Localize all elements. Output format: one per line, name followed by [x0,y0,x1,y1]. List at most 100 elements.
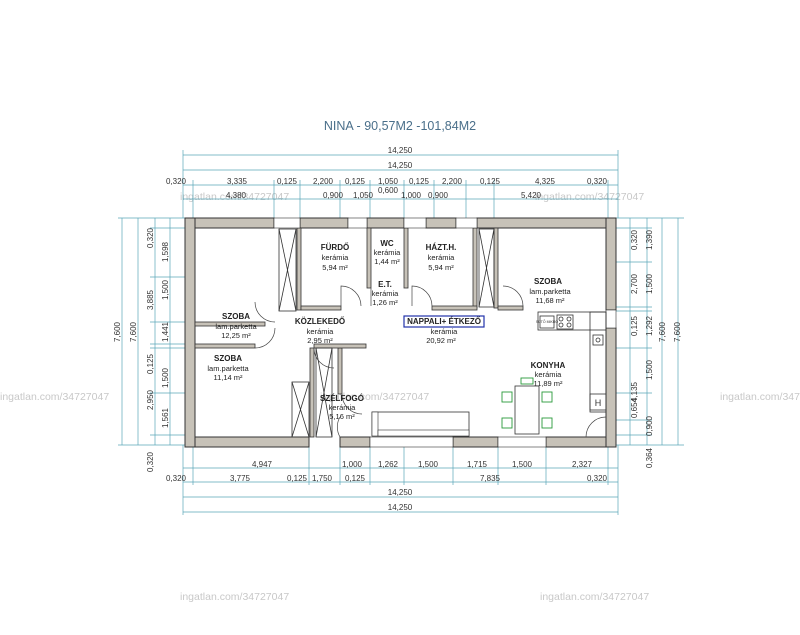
svg-text:lam.parketta: lam.parketta [529,287,571,296]
dim-top-seg: 2,200 [313,177,334,186]
room-szoba-ne: SZOBA lam.parketta 11,68 m² [529,277,571,305]
room-eloter: E.T. kerámia 1,26 m² [372,280,400,307]
watermark: ingatlan.com/34727047 [0,391,109,403]
dim-top-seg: 2,200 [442,177,463,186]
room-nappali-etkezo: NAPPALI+ ÉTKEZŐ kerámia 20,92 m² [403,315,485,345]
dim-top-seg: 0,320 [166,177,187,186]
room-furdo: FÜRDŐ kerámia 5,94 m² [321,243,349,272]
svg-text:kerámia: kerámia [431,327,459,336]
stove-icon [592,334,604,346]
dim-bottom-seg: 0,320 [166,474,187,483]
dim-bottom-opening: 1,500 [512,460,533,469]
dimensions-bottom: 4,947 1,000 1,262 1,500 1,715 1,500 2,32… [166,445,619,515]
dim-bottom-seg: 0,320 [587,474,608,483]
dim-bottom-opening: 1,500 [418,460,439,469]
room-kozlekedo: KÖZLEKEDŐ kerámia 2,95 m² [295,317,345,345]
svg-text:kerámia: kerámia [374,248,402,257]
dim-left-col1: 1,598 [161,241,170,262]
room-labels: FÜRDŐ kerámia 5,94 m² WC kerámia 1,44 m²… [207,239,571,421]
doors [254,285,607,438]
dim-left-col1: 0,320 [146,451,155,472]
svg-text:kerámia: kerámia [535,370,563,379]
dim-bottom-opening: 1,000 [342,460,363,469]
fridge-icon [589,393,607,411]
dimensions-right: 7,600 7,600 0,320 1,390 1,500 1,292 1,50… [606,217,684,468]
svg-text:11,14 m²: 11,14 m² [213,373,243,382]
svg-text:SZOBA: SZOBA [534,277,562,286]
svg-text:lam.parketta: lam.parketta [207,364,249,373]
chair-icon [541,417,553,429]
dim-top-seg-extra: 0,600 [378,186,399,195]
watermark: ingatlan.com/34727047 [535,191,644,203]
dim-top-opening: 5,420 [521,191,542,200]
room-szoba-sw: SZOBA lam.parketta 11,14 m² [207,354,249,382]
dim-bottom-opening: 4,947 [252,460,273,469]
svg-text:SZÉLFOGÓ: SZÉLFOGÓ [320,394,364,403]
dim-left-outer: 7,600 [113,321,122,342]
watermark: ingatlan.com/34727047 [720,391,800,403]
dim-right-col1: 1,500 [645,273,654,294]
sink-icon [556,314,574,330]
dim-top-opening: 0,900 [428,191,449,200]
kitchen-fixtures: SÜTŐ MIKRÓ H [536,311,607,413]
dim-bottom-seg: 1,750 [312,474,333,483]
svg-text:HÁZT.H.: HÁZT.H. [426,243,457,252]
dim-right-col2: 0,125 [630,315,639,336]
dim-right-col2: 2,700 [630,273,639,294]
dim-right-col1: 0,320 [630,229,639,250]
dimensions-top: 14,250 14,250 0,320 3,335 0,125 2,200 0,… [166,146,619,218]
chair-icon [501,391,513,403]
svg-text:WC: WC [380,239,394,248]
dim-right-col1: 1,292 [645,315,654,336]
svg-text:1,44 m²: 1,44 m² [374,257,400,266]
dim-left-col1: 1,561 [161,407,170,428]
dining-table [501,377,553,435]
svg-text:11,68 m²: 11,68 m² [535,296,565,305]
room-konyha: KONYHA kerámia 11,89 m² [531,361,566,388]
dim-left-col1: 1,500 [161,279,170,300]
dim-top-opening: 1,000 [401,191,422,200]
dim-top-seg: 0,125 [409,177,430,186]
dim-top-seg: 4,325 [535,177,556,186]
dim-top-opening: 4,380 [226,191,247,200]
svg-text:12,25 m²: 12,25 m² [221,331,251,340]
svg-text:20,92 m²: 20,92 m² [426,336,456,345]
dim-bottom-total-2: 14,250 [388,503,413,512]
sofa [371,411,470,437]
dim-top-opening: 0,900 [323,191,344,200]
dim-left-col1: 0,125 [146,353,155,374]
chair-icon [501,417,513,429]
watermark: ingatlan.com/34727047 [540,591,649,603]
dim-top-opening: 1,050 [353,191,374,200]
room-haztartasi: HÁZT.H. kerámia 5,94 m² [426,243,457,272]
dim-bottom-seg: 0,125 [287,474,308,483]
dim-right-col1: 1,500 [645,359,654,380]
svg-text:kerámia: kerámia [307,327,335,336]
svg-text:E.T.: E.T. [378,280,392,289]
dim-right-col1: 0,364 [645,447,654,468]
dim-right-outer: 7,600 [673,321,682,342]
dim-right-col1: 0,900 [645,415,654,436]
watermark: ingatlan.com/34727047 [180,191,289,203]
dim-left-col1: 0,320 [146,227,155,248]
svg-text:11,89 m²: 11,89 m² [533,379,563,388]
dim-left-mid: 7,600 [129,321,138,342]
dim-top-seg: 0,125 [277,177,298,186]
fridge-label: H [595,398,602,408]
dim-right-col1: 1,390 [645,229,654,250]
dim-left-col2: 3,885 [146,289,155,310]
exterior-walls [184,217,617,448]
svg-text:5,94 m²: 5,94 m² [322,263,348,272]
svg-text:FÜRDŐ: FÜRDŐ [321,243,349,252]
room-wc: WC kerámia 1,44 m² [374,239,402,266]
svg-text:1,26 m²: 1,26 m² [372,298,398,307]
svg-text:5,16 m²: 5,16 m² [329,412,355,421]
svg-text:KÖZLEKEDŐ: KÖZLEKEDŐ [295,317,345,326]
svg-text:SZOBA: SZOBA [222,312,250,321]
room-szelfogo: SZÉLFOGÓ kerámia 5,16 m² [320,394,364,421]
dim-bottom-seg: 3,775 [230,474,251,483]
svg-text:kerámia: kerámia [428,253,456,262]
svg-text:lam.parketta: lam.parketta [215,322,257,331]
dim-right-col2: 0,654 [630,397,639,418]
